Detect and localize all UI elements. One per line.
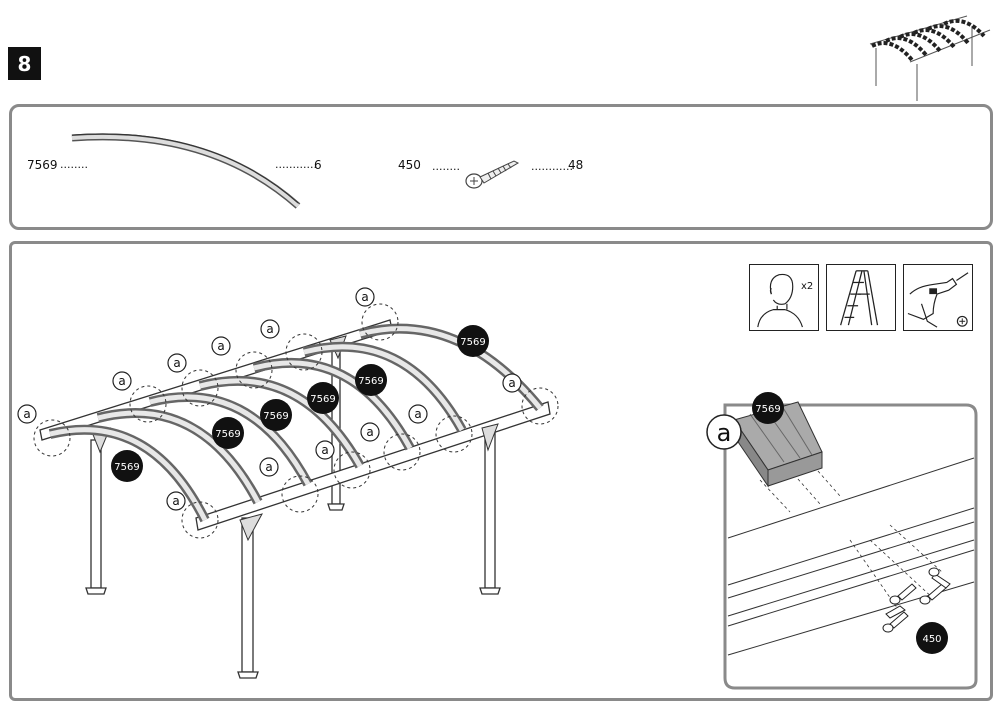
detail-rafter-callout-label: 7569	[755, 404, 780, 415]
detail-screw-callout-label: 450	[922, 634, 941, 645]
rafter-callout-label: 7569	[460, 337, 485, 348]
ladder-tool-box	[826, 264, 896, 331]
point-a-label: a	[265, 460, 272, 474]
person-icon	[757, 273, 803, 328]
dot-leader: ............	[275, 158, 317, 171]
point-a-label: a	[266, 322, 273, 336]
dot-leader: ............	[531, 160, 573, 173]
carport-thumbnail-icon	[869, 15, 991, 101]
rafter-callout-label: 7569	[310, 394, 335, 405]
rafter-callout-label: 7569	[114, 462, 139, 473]
point-a-label: a	[366, 425, 373, 439]
part-code-rafter: 7569	[27, 158, 58, 172]
carport-frame-illustration: a a a a a a a a a a a a 7569 7569 7569 7…	[17, 287, 559, 679]
curved-rafter-icon	[71, 133, 301, 209]
rafter-callout-label: 7569	[215, 429, 240, 440]
phillips-bit-icon	[956, 315, 968, 327]
point-a-label: a	[508, 376, 515, 390]
rafter-callout-label: 7569	[358, 376, 383, 387]
point-a-label: a	[217, 339, 224, 353]
dot-leader: ........	[60, 158, 88, 171]
detail-point-a-label: a	[717, 419, 732, 447]
point-a-label: a	[173, 356, 180, 370]
screw-icon	[465, 160, 520, 189]
point-a-label: a	[23, 407, 30, 421]
part-qty-screw: 48	[568, 158, 584, 172]
dot-leader: ........	[432, 160, 460, 173]
part-qty-rafter: 6	[314, 158, 322, 172]
detail-inset: a 7569 450	[706, 392, 978, 690]
ladder-icon	[840, 270, 879, 326]
drill-tool-box	[903, 264, 973, 331]
point-a-label: a	[172, 494, 179, 508]
point-a-label: a	[118, 374, 125, 388]
point-a-label: a	[321, 443, 328, 457]
point-a-label: a	[361, 290, 368, 304]
point-a-label: a	[414, 407, 421, 421]
part-code-screw: 450	[398, 158, 421, 172]
people-count-label: x2	[801, 281, 814, 292]
two-people-tool-box	[749, 264, 819, 331]
drill-icon	[907, 272, 969, 328]
step-number-badge: 8	[8, 47, 41, 80]
rafter-callout-label: 7569	[263, 411, 288, 422]
assembly-panel	[9, 241, 993, 701]
parts-list-panel	[9, 104, 993, 230]
